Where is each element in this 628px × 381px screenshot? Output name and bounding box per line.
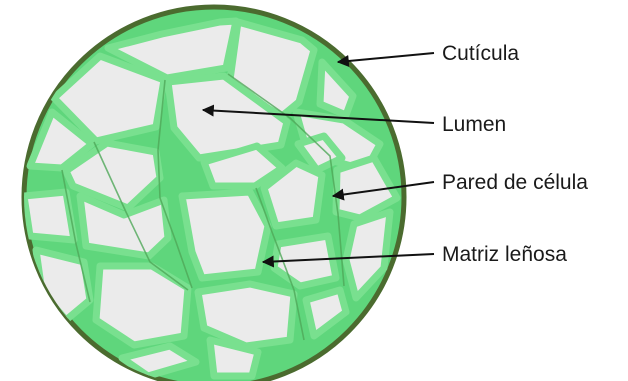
label-matrix: Matriz leñosa [442,243,567,266]
label-cuticle: Cutícula [442,42,519,65]
cell-lumen [96,266,188,345]
label-lumen: Lumen [442,113,506,136]
arrow-cuticle [338,53,434,62]
label-cell-wall: Pared de célula [442,171,588,194]
cell-lumen [182,192,268,278]
cell-lumen [24,192,74,240]
